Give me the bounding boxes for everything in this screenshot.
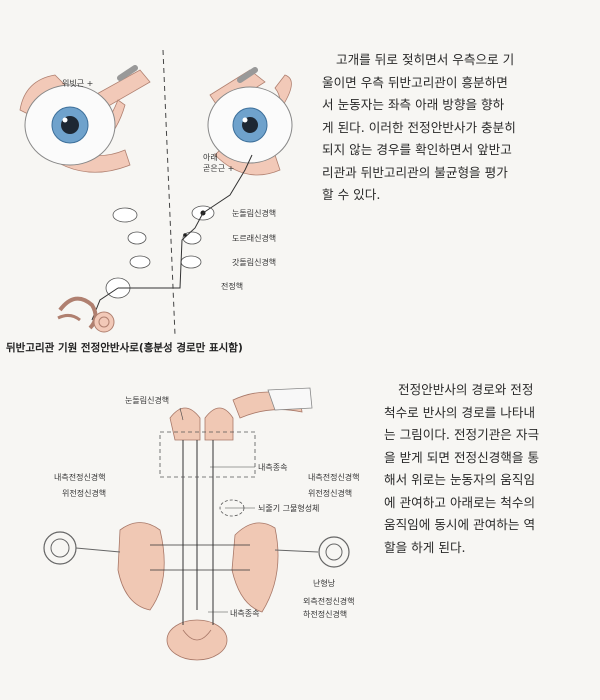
- fig2-label-oculomotor: 눈돌림신경핵: [125, 396, 170, 405]
- left-eye: [19, 65, 151, 173]
- para1-line: 되지 않는 경우를 확인하면서 앞반고: [322, 142, 512, 157]
- para2-line: 할을 하게 된다.: [384, 539, 466, 555]
- para1-line: 고개를 뒤로 젖히면서 우측으로 기: [336, 52, 515, 67]
- para1-line: 할 수 있다.: [322, 187, 381, 202]
- label-abducens-nucleus: 갓돌림신경핵: [232, 258, 277, 267]
- figure2-illustration: [43, 387, 350, 661]
- midline: [162, 49, 176, 336]
- para1-line: 서 눈동자는 좌측 아래 방향을 향하: [322, 97, 505, 112]
- para2-line: 움직임에 동시에 관여하는 역: [384, 517, 536, 532]
- fig2-label-utricle: 난형낭: [313, 579, 336, 588]
- para1-line: 울이면 우측 뒤반고리관이 흥분하면: [322, 74, 508, 90]
- fig2-label-lateral-vestibular: 외측전정신경핵: [303, 597, 355, 606]
- label-trochlear-nucleus: 도르래신경핵: [232, 234, 277, 243]
- label-superior-rectus: 위빗근 +: [62, 79, 94, 88]
- fig2-label-inferior-vestibular: 하전정신경핵: [303, 610, 348, 619]
- label-vestibular-nucleus: 전정핵: [221, 282, 244, 291]
- paragraph-1: 고개를 뒤로 젖히면서 우측으로 기 울이면 우측 뒤반고리관이 흥분하면 서 …: [322, 49, 594, 207]
- figure1-caption: 뒤반고리관 기원 전정안반사로(흥분성 경로만 표시함): [6, 342, 243, 354]
- fig2-label-mlf-bottom: 내측종속: [230, 609, 260, 618]
- inner-ear-left: [57, 296, 115, 333]
- para1-line: 리관과 뒤반고리관의 불균형을 평가: [322, 164, 508, 180]
- right-eye: [207, 67, 293, 176]
- para1-line: 게 된다. 이러한 전정안반사가 충분히: [322, 119, 516, 135]
- para2-line: 을 받게 되면 전정신경핵을 통: [384, 449, 540, 465]
- fig2-label-superior-vestibular-left: 위전정신경핵: [62, 489, 107, 498]
- para2-line: 척수로 반사의 경로를 나타내: [384, 404, 536, 420]
- para2-line: 는 그림이다. 전정기관은 자극: [384, 427, 540, 442]
- fig2-label-mlf: 내측종속: [258, 463, 288, 472]
- label-inferior-oblique: 아래 곧은근 +: [203, 153, 235, 173]
- para2-line: 해서 위로는 눈동자의 움직임: [384, 472, 536, 487]
- fig2-label-reticular-formation: 뇌줄기 그물형성체: [258, 504, 320, 513]
- para2-line: 에 관여하고 아래로는 척수의: [384, 494, 536, 510]
- fig2-label-medial-vestibular-left: 내측전정신경핵: [54, 473, 106, 482]
- label-oculomotor-nucleus: 눈돌림신경핵: [232, 209, 277, 218]
- para2-line: 전정안반사의 경로와 전정: [398, 382, 534, 397]
- fig2-label-medial-vestibular-right: 내측전정신경핵: [308, 473, 360, 482]
- fig2-label-superior-vestibular-right: 위전정신경핵: [308, 489, 353, 498]
- paragraph-2: 전정안반사의 경로와 전정 척수로 반사의 경로를 나타내 는 그림이다. 전정…: [384, 379, 594, 559]
